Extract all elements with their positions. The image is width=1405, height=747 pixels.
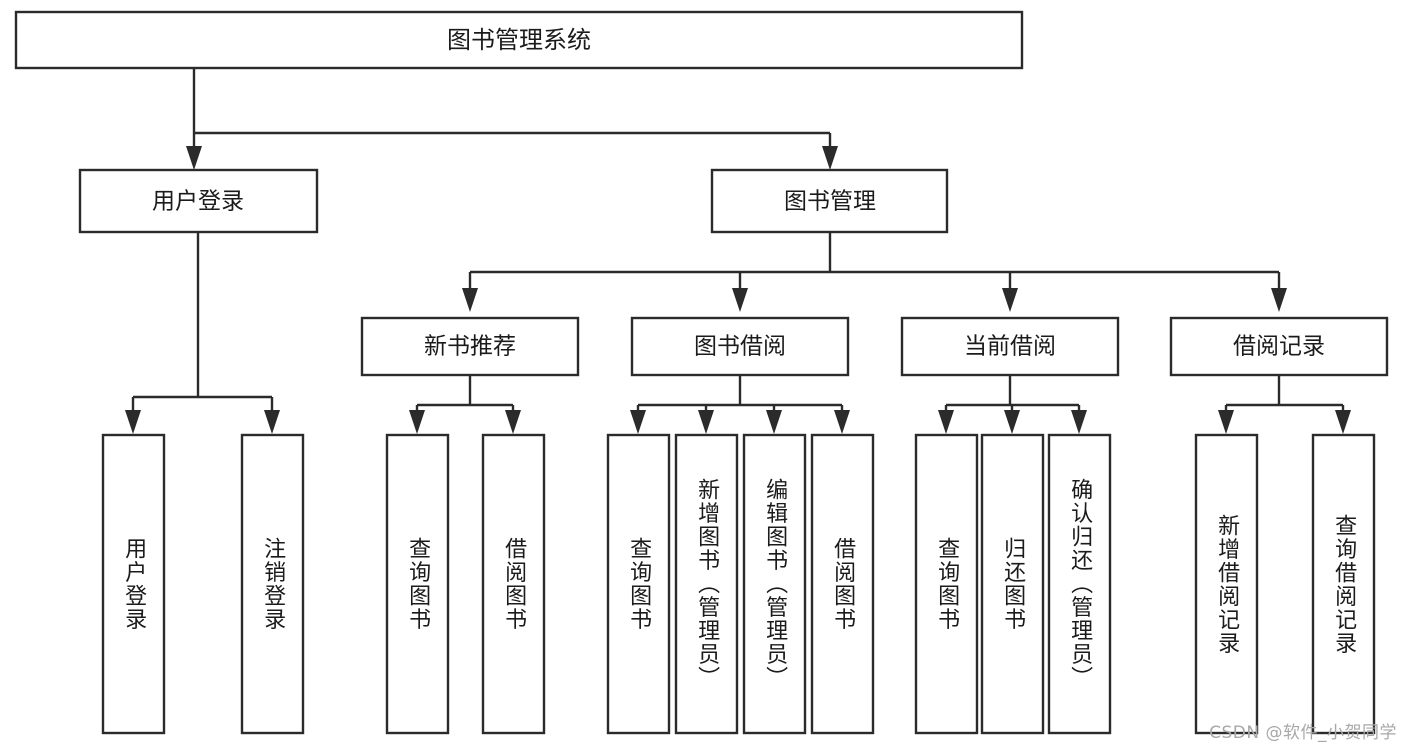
- arrow-head-borrow-record: [1271, 288, 1287, 312]
- node-book-borrow[interactable]: 图书借阅: [630, 316, 850, 377]
- node-book-borrow-label: 图书借阅: [694, 334, 786, 360]
- arrow-head-current-borrow: [1002, 288, 1018, 312]
- leaf-box-cur-return[interactable]: [980, 433, 1045, 735]
- node-borrow-record[interactable]: 借阅记录: [1169, 316, 1389, 377]
- node-book-manage-box[interactable]: [710, 168, 949, 234]
- connector-group-borrowrecord: [1218, 375, 1351, 434]
- node-current-borrow-label: 当前借阅: [964, 334, 1056, 360]
- arrow-head-leaf-cur-query: [938, 410, 954, 434]
- node-user-login-label: 用户登录: [152, 189, 244, 215]
- leaf-box-borrow-edit[interactable]: [742, 433, 807, 735]
- node-new-book-rec-label: 新书推荐: [424, 334, 516, 360]
- connector-group-currentborrow: [938, 375, 1087, 434]
- node-root-label: 图书管理系统: [447, 26, 591, 54]
- leaf-box-borrow-do[interactable]: [810, 433, 875, 735]
- arrow-head-leaf-user-logout: [264, 410, 280, 434]
- arrow-head-leaf-borrow-edit: [766, 410, 782, 434]
- node-root-box[interactable]: [14, 10, 1024, 70]
- leaf-boxes: [101, 433, 1376, 735]
- arrow-head-leaf-rec-search: [1335, 410, 1351, 434]
- leaf-box-rec-query[interactable]: [385, 433, 450, 735]
- arrow-head-leaf-borrow-do: [834, 410, 850, 434]
- arrow-head-book-borrow: [732, 288, 748, 312]
- leaf-box-rec-add[interactable]: [1194, 433, 1259, 735]
- node-borrow-record-box[interactable]: [1169, 316, 1389, 377]
- arrow-head-leaf-rec-borrow: [505, 410, 521, 434]
- node-borrow-record-label: 借阅记录: [1233, 334, 1325, 360]
- arrow-head-leaf-user-login: [125, 410, 141, 434]
- connector-group-root: [186, 68, 838, 170]
- node-current-borrow-box[interactable]: [900, 316, 1120, 377]
- leaf-box-user-login[interactable]: [101, 433, 166, 735]
- connector-group-bookmanage: [462, 232, 1287, 312]
- connector-group-userlogin: [125, 232, 280, 434]
- leaf-box-user-logout[interactable]: [240, 433, 305, 735]
- node-current-borrow[interactable]: 当前借阅: [900, 316, 1120, 377]
- node-root[interactable]: 图书管理系统: [14, 10, 1024, 70]
- leaf-box-rec-borrow[interactable]: [481, 433, 546, 735]
- arrow-head-leaf-cur-confirm: [1071, 410, 1087, 434]
- arrow-head-new-book-rec: [462, 288, 478, 312]
- node-user-login[interactable]: 用户登录: [78, 168, 319, 234]
- arrow-head-userlogin: [186, 146, 202, 170]
- arrow-head-leaf-borrow-query: [630, 410, 646, 434]
- leaf-box-rec-search[interactable]: [1311, 433, 1376, 735]
- node-new-book-rec[interactable]: 新书推荐: [360, 316, 580, 377]
- leaf-box-cur-query[interactable]: [914, 433, 979, 735]
- node-new-book-rec-box[interactable]: [360, 316, 580, 377]
- connector-group-newbookrec: [409, 375, 521, 434]
- leaf-box-cur-confirm[interactable]: [1047, 433, 1112, 735]
- arrow-head-leaf-rec-add: [1218, 410, 1234, 434]
- arrow-head-leaf-rec-query: [409, 410, 425, 434]
- connector-group-bookborrow: [630, 375, 850, 434]
- leaf-box-borrow-query[interactable]: [606, 433, 671, 735]
- leaf-box-borrow-add[interactable]: [674, 433, 739, 735]
- arrow-head-leaf-cur-return: [1004, 410, 1020, 434]
- node-user-login-box[interactable]: [78, 168, 319, 234]
- node-book-manage[interactable]: 图书管理: [710, 168, 949, 234]
- node-book-manage-label: 图书管理: [784, 189, 876, 215]
- arrow-head-bookmanage: [822, 146, 838, 170]
- arrow-head-leaf-borrow-add: [698, 410, 714, 434]
- csdn-watermark: CSDN @软件_小贺同学: [1209, 723, 1397, 743]
- node-book-borrow-box[interactable]: [630, 316, 850, 377]
